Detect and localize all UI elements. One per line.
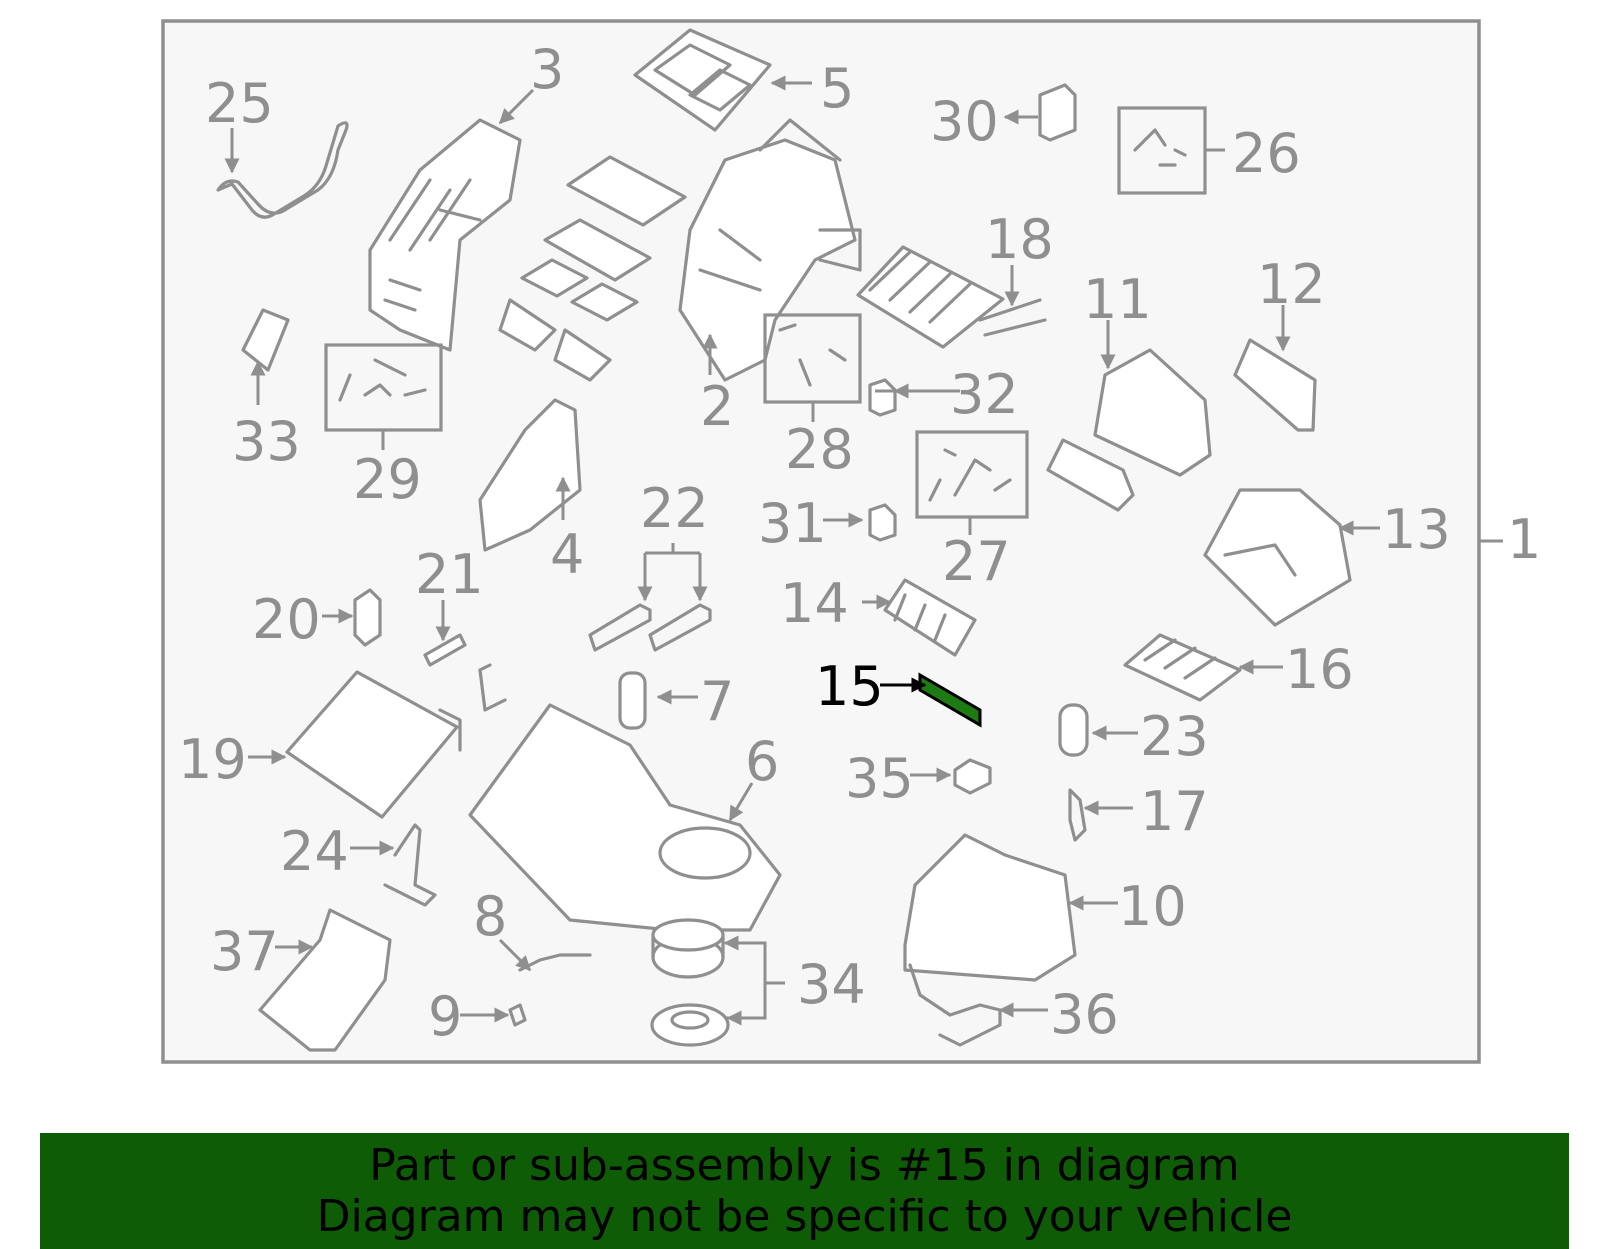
part-panel-a[interactable] <box>566 155 687 227</box>
part-27-box[interactable] <box>915 430 1029 519</box>
part-34-blower-motor[interactable] <box>650 918 730 1047</box>
part-35[interactable] <box>953 758 992 795</box>
callout-3[interactable]: 3 <box>530 38 564 101</box>
callout-5[interactable]: 5 <box>820 57 854 120</box>
callout-18[interactable]: 18 <box>985 208 1054 271</box>
leader-lines <box>224 75 1380 1026</box>
part-12[interactable] <box>1233 338 1317 432</box>
callout-25[interactable]: 25 <box>205 72 274 135</box>
part-14[interactable] <box>883 578 977 657</box>
part-9[interactable] <box>508 1003 527 1027</box>
callout-32[interactable]: 32 <box>950 363 1019 426</box>
banner-line-part: Part or sub-assembly is #15 in diagram <box>369 1140 1240 1191</box>
callout-21[interactable]: 21 <box>415 543 484 606</box>
part-11-case[interactable] <box>1093 348 1212 477</box>
callout-14[interactable]: 14 <box>780 572 849 635</box>
part-21[interactable] <box>423 633 467 667</box>
callout-31[interactable]: 31 <box>758 492 827 555</box>
part-19-evaporator[interactable] <box>285 670 462 819</box>
info-banner: Part or sub-assembly is #15 in diagram D… <box>40 1133 1569 1249</box>
part-32[interactable] <box>868 378 897 417</box>
part-17[interactable] <box>1068 788 1087 842</box>
callout-13[interactable]: 13 <box>1382 498 1451 561</box>
part-31[interactable] <box>868 503 897 542</box>
callout-30[interactable]: 30 <box>930 90 999 153</box>
part-10[interactable] <box>903 833 1077 982</box>
callout-33[interactable]: 33 <box>232 410 301 473</box>
part-6-blower-housing[interactable] <box>468 703 782 932</box>
part-36[interactable] <box>908 963 1002 1047</box>
part-4[interactable] <box>478 398 582 552</box>
callout-6[interactable]: 6 <box>745 730 779 793</box>
callout-16[interactable]: 16 <box>1285 638 1354 701</box>
part-7[interactable] <box>618 671 647 730</box>
callout-36[interactable]: 36 <box>1050 983 1119 1046</box>
callout-24[interactable]: 24 <box>280 820 349 883</box>
callout-37[interactable]: 37 <box>210 920 279 983</box>
callout-10[interactable]: 10 <box>1118 875 1187 938</box>
callout-28[interactable]: 28 <box>785 418 854 481</box>
callout-17[interactable]: 17 <box>1140 780 1209 843</box>
part-5-panel[interactable] <box>633 28 772 132</box>
callout-2[interactable]: 2 <box>700 375 734 438</box>
part-37[interactable] <box>258 908 392 1052</box>
part-door-b[interactable] <box>553 328 612 382</box>
parts-diagram: 1 2 3 4 5 6 7 8 9 10 11 12 13 14 15 16 1… <box>161 19 1541 1064</box>
callout-11[interactable]: 11 <box>1083 268 1152 331</box>
part-3-duct[interactable] <box>368 118 522 352</box>
callout-29[interactable]: 29 <box>353 448 422 511</box>
part-cover[interactable] <box>1046 438 1135 512</box>
callout-22[interactable]: 22 <box>640 477 709 540</box>
part-panel-b[interactable] <box>543 218 652 282</box>
callout-34[interactable]: 34 <box>797 953 866 1016</box>
part-18-heater-core[interactable] <box>856 245 1047 349</box>
callout-9[interactable]: 9 <box>428 985 462 1048</box>
part-20[interactable] <box>353 588 382 647</box>
callout-15[interactable]: 15 <box>815 655 884 718</box>
callout-1[interactable]: 1 <box>1507 508 1541 571</box>
callout-labels: 1 2 3 4 5 6 7 8 9 10 11 12 13 14 15 16 1… <box>178 38 1541 1048</box>
part-bracket[interactable] <box>478 663 507 712</box>
callout-7[interactable]: 7 <box>700 670 734 733</box>
part-24[interactable] <box>383 823 437 907</box>
part-22-screws[interactable] <box>588 603 712 652</box>
banner-line-disclaimer: Diagram may not be specific to your vehi… <box>316 1191 1293 1242</box>
callout-20[interactable]: 20 <box>252 588 321 651</box>
callout-23[interactable]: 23 <box>1140 705 1209 768</box>
callout-12[interactable]: 12 <box>1257 253 1326 316</box>
callout-35[interactable]: 35 <box>845 747 914 810</box>
part-2-housing[interactable] <box>678 118 862 382</box>
part-panel-d[interactable] <box>570 282 639 322</box>
callout-26[interactable]: 26 <box>1232 122 1301 185</box>
callout-19[interactable]: 19 <box>178 728 247 791</box>
callout-8[interactable]: 8 <box>473 885 507 948</box>
part-23[interactable] <box>1058 703 1089 757</box>
part-panel-c[interactable] <box>520 258 589 298</box>
part-25-hose[interactable] <box>216 121 349 219</box>
callout-4[interactable]: 4 <box>550 523 584 586</box>
callout-27[interactable]: 27 <box>942 530 1011 593</box>
part-30[interactable] <box>1038 83 1077 142</box>
part-door-a[interactable] <box>498 298 557 352</box>
